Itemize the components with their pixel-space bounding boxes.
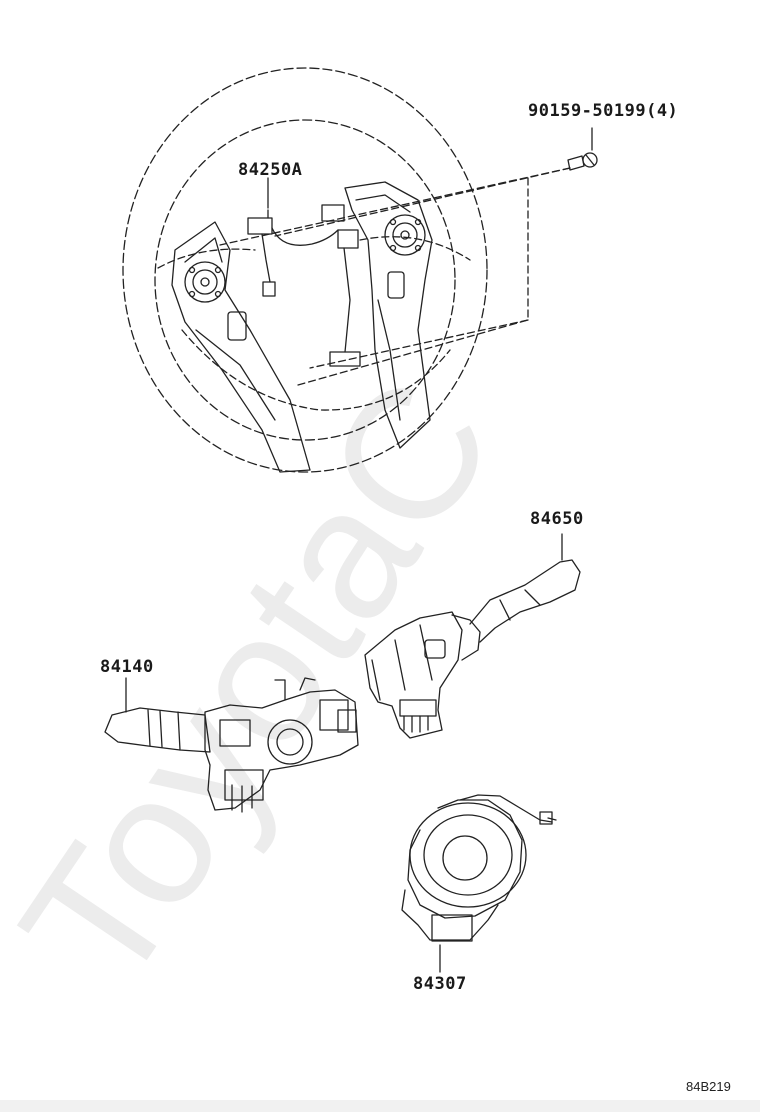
part-label-84140[interactable]: 84140 xyxy=(100,657,154,677)
bottom-bar xyxy=(0,1100,760,1112)
part-label-bolt[interactable]: 90159-50199(4) xyxy=(528,101,679,121)
right-spoke-switch xyxy=(344,181,433,449)
turn-signal-switch xyxy=(104,677,359,813)
bolt-leader-lines xyxy=(219,167,571,386)
wire-harness xyxy=(247,204,361,367)
steering-wheel xyxy=(122,67,488,473)
wiper-switch xyxy=(364,559,581,739)
bolt xyxy=(567,152,598,171)
watermark: ToyotaC xyxy=(0,345,533,1023)
part-label-84307[interactable]: 84307 xyxy=(413,974,467,994)
left-spoke-switch xyxy=(171,221,311,473)
spiral-cable xyxy=(401,794,557,942)
part-label-84250a[interactable]: 84250A xyxy=(238,160,303,180)
part-label-84650[interactable]: 84650 xyxy=(530,509,584,529)
diagram-code: 84B219 xyxy=(686,1079,731,1094)
